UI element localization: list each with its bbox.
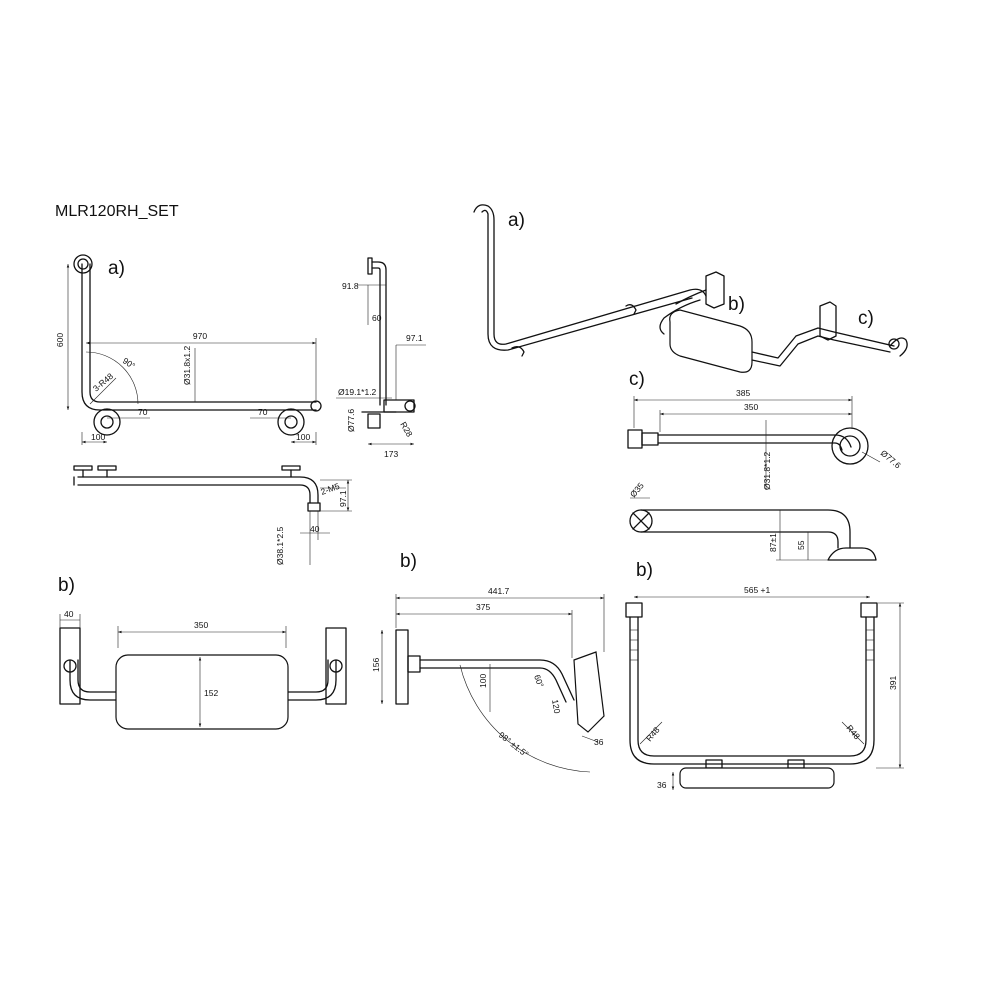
drawing-title: MLR120RH_SET <box>55 203 179 220</box>
dim-a-angle: 90° <box>121 355 137 371</box>
grab-bar-a-side-view: 91.8 60 97.1 Ø19.1*1.2 Ø77.6 R28 173 <box>336 257 426 459</box>
flange-right <box>277 408 305 436</box>
flange-left <box>93 408 121 436</box>
backrest-pad-top <box>679 767 835 789</box>
grab-bar-a-front-view: a) 600 970 90° 3-R48 <box>55 254 322 445</box>
iso-label-b: b) <box>728 294 745 315</box>
dim-side-radius: R28 <box>398 420 415 439</box>
plan-flange-2 <box>97 465 117 478</box>
dim-b-side-plate: 156 <box>371 658 381 672</box>
dim-a-length: 970 <box>193 331 207 341</box>
dim-b-top-36: 36 <box>657 780 667 790</box>
plan-flange-1 <box>73 465 93 478</box>
dim-b-top-width: 565 +1 <box>744 585 771 595</box>
dim-b-side-36: 36 <box>594 737 604 747</box>
dim-c-tube: Ø31.8*1.2 <box>762 451 772 490</box>
dim-b-side-100: 100 <box>478 674 488 688</box>
dim-side-flange: Ø77.6 <box>346 409 356 432</box>
dim-b-side-angle: 98° ±1.5° <box>497 730 531 759</box>
dim-side-total: 173 <box>384 449 398 459</box>
iso-label-c: c) <box>858 308 874 329</box>
dim-a-flange-right: 100 <box>296 432 310 442</box>
assembly-isometric-view: a) b) c) <box>473 204 908 373</box>
dim-b-side-total: 441.7 <box>488 586 510 596</box>
plan-flange-3 <box>281 465 301 478</box>
dim-a-tube: Ø31.8x1.2 <box>182 346 192 385</box>
dim-b-front-flange: 40 <box>64 609 74 619</box>
dim-side-top: 91.8 <box>342 281 359 291</box>
dim-c-total: 385 <box>736 388 750 398</box>
grab-bar-c-top-view: c) 385 350 Ø31.8*1.2 Ø77.6 <box>627 369 903 490</box>
dim-plan-depth: 97.1 <box>338 490 348 507</box>
dim-plan-tube: Ø38.1*2.5 <box>275 526 285 565</box>
dim-b-side-angle-small: 60° <box>532 673 546 689</box>
backrest-pad <box>115 654 289 730</box>
dim-b-front-height: 152 <box>204 688 218 698</box>
dim-b-top-depth: 391 <box>888 676 898 690</box>
part-b-side-label: b) <box>400 551 417 572</box>
grab-bar-a-plan-view: 2-M5 97.1 Ø38.1*2.5 40 <box>73 465 352 565</box>
dim-a-flange-left: 100 <box>91 432 105 442</box>
dim-b-front-width: 350 <box>194 620 208 630</box>
dim-a-offset-left: 70 <box>138 407 148 417</box>
part-a-label: a) <box>108 258 125 279</box>
dim-b-side-len: 375 <box>476 602 490 612</box>
dim-side-small-tube: Ø19.1*1.2 <box>338 387 377 397</box>
dim-plan-40: 40 <box>310 524 320 534</box>
part-c-label: c) <box>629 369 645 390</box>
dim-c-rise: 87±1 <box>768 533 778 552</box>
dim-side-mid: 60 <box>372 313 382 323</box>
backrest-b-top-view: b) 565 +1 391 R48 R48 <box>625 560 904 790</box>
dim-c-rise-inner: 55 <box>796 540 806 550</box>
iso-label-a: a) <box>508 210 525 231</box>
dim-b-top-r-right: R48 <box>844 723 862 742</box>
dim-b-top-r-left: R48 <box>644 725 662 744</box>
iso-backrest <box>659 271 753 373</box>
dim-a-offset-right: 70 <box>258 407 268 417</box>
dim-b-side-120: 120 <box>550 699 562 715</box>
dim-a-height: 600 <box>55 333 65 347</box>
backrest-b-front-view: b) 40 350 152 <box>58 575 347 730</box>
grab-bar-c-side-view: Ø35 87±1 55 <box>628 480 877 561</box>
part-b-top-label: b) <box>636 560 653 581</box>
part-b-front-label: b) <box>58 575 75 596</box>
dim-side-depth: 97.1 <box>406 333 423 343</box>
backrest-pad-side <box>573 651 605 733</box>
backrest-b-side-view: b) 441.7 375 156 100 120 60° 98° ±1.5° 3… <box>371 551 605 773</box>
dim-c-flange: Ø77.6 <box>879 448 903 471</box>
dim-c-end: Ø35 <box>628 480 646 499</box>
dim-c-len: 350 <box>744 402 758 412</box>
